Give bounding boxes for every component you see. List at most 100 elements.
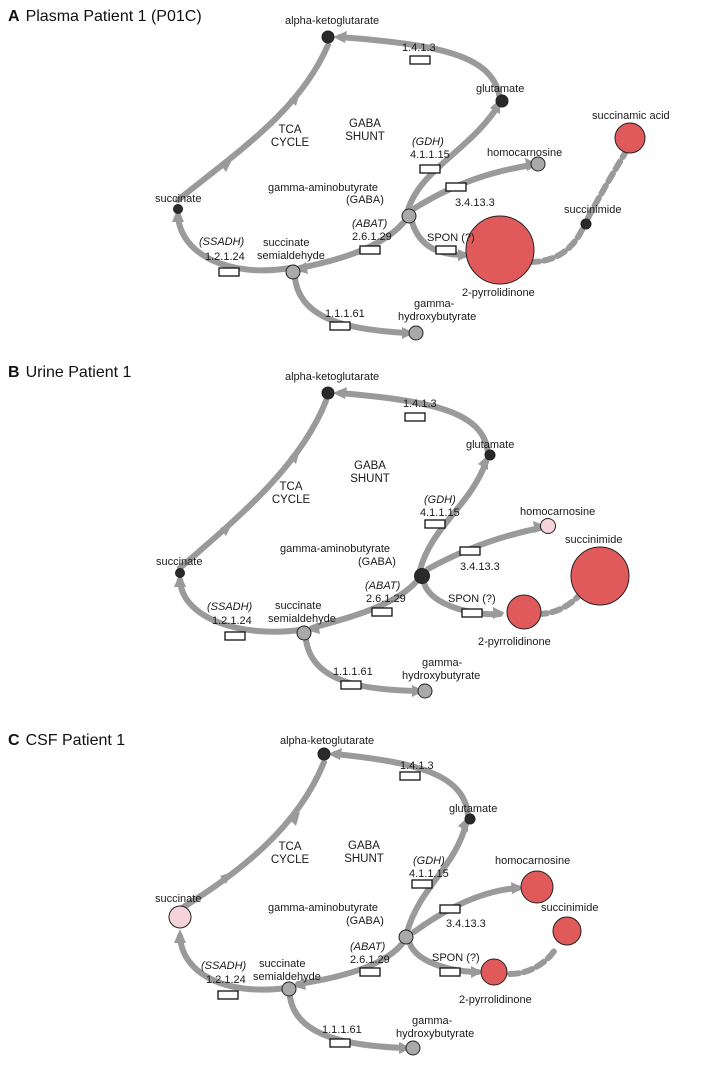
- panel-title-text: CSF Patient 1: [25, 732, 126, 749]
- label-cycle: CYCLE: [271, 854, 310, 866]
- edge-gaba-to-homocarnosine: [411, 885, 521, 935]
- arrow-succinate: [172, 208, 184, 222]
- edge-glutamate-to-akg: [337, 390, 491, 457]
- label-ec-3-4-13-3: 3.4.13.3: [460, 561, 500, 573]
- arrow-homocarnosine: [533, 521, 546, 533]
- label-succinate: succinate: [156, 556, 202, 568]
- node-succinimide: [552, 916, 582, 946]
- edge-gaba-to-homocarnosine: [412, 162, 535, 211]
- enzyme-box-1-4-1-3: [404, 412, 426, 422]
- label-ghb-2: hydroxybutyrate: [402, 670, 480, 682]
- label-succinimide: succinimide: [564, 204, 621, 216]
- label-ssa-2: semialdehyde: [253, 971, 321, 983]
- node-gamma-hydroxybutyrate: [405, 1040, 421, 1056]
- arrow-pyrrolidinone: [458, 249, 470, 261]
- enzyme-box-spon: [461, 608, 483, 618]
- enzyme-box-1-2-1-24: [217, 990, 239, 1000]
- enzyme-box-2-6-1-29: [359, 967, 381, 977]
- node-gamma-hydroxybutyrate: [417, 683, 433, 699]
- label-abat: (ABAT): [365, 580, 401, 592]
- node-alpha-ketoglutarate: [317, 747, 331, 761]
- label-cycle: CYCLE: [272, 494, 311, 506]
- arrow-succinate: [174, 573, 186, 587]
- label-succinimide: succinimide: [541, 902, 598, 914]
- pathway-diagram: alpha-ketoglutarate 1.4.1.3 glutamate TC…: [155, 735, 598, 1056]
- label-ec-1-1-1-61: 1.1.1.61: [325, 308, 365, 320]
- node-2-pyrrolidinone: [465, 215, 535, 285]
- label-ec-4-1-1-15: 4.1.1.15: [409, 868, 449, 880]
- edge-pyrrolidinone-to-succinimide: [507, 945, 559, 977]
- arrow-succinate: [174, 929, 186, 943]
- edge-gaba-to-ssa: [295, 941, 405, 987]
- enzyme-box-2-6-1-29: [359, 245, 381, 255]
- panel-title-text: Urine Patient 1: [25, 364, 132, 381]
- label-ec-1-4-1-3: 1.4.1.3: [400, 760, 434, 772]
- arrow-pyrrolidinone: [493, 607, 505, 619]
- enzyme-box-2-6-1-29: [371, 607, 393, 617]
- arrow-tca-2: [220, 872, 232, 884]
- label-ghb-1: gamma-: [422, 657, 463, 669]
- label-gaba-title: GABA: [349, 118, 381, 130]
- node-homocarnosine: [530, 156, 546, 172]
- panel-letter: C: [8, 732, 20, 749]
- label-ssadh: (SSADH): [207, 601, 253, 613]
- label-2-pyrrolidinone: 2-pyrrolidinone: [462, 287, 535, 299]
- enzyme-box-4-1-1-15: [424, 519, 446, 529]
- arrow-akg: [333, 387, 347, 399]
- label-ghb-1: gamma-: [414, 298, 455, 310]
- enzyme-box-1-4-1-3: [409, 55, 431, 65]
- label-ec-4-1-1-15: 4.1.1.15: [410, 149, 450, 161]
- enzyme-box-1-1-1-61: [329, 1038, 351, 1048]
- label-ssa-2: semialdehyde: [268, 613, 336, 625]
- label-gdh: (GDH): [413, 855, 445, 867]
- label-gaba-a: gamma-aminobutyrate: [280, 543, 390, 555]
- edge-gaba-to-ssa: [309, 579, 419, 631]
- enzyme-box-spon: [439, 967, 461, 977]
- node-succinic-semialdehyde: [285, 264, 301, 280]
- node-glutamate: [495, 94, 509, 108]
- node-alpha-ketoglutarate: [321, 30, 335, 44]
- enzyme-box-4-1-1-15: [419, 164, 441, 174]
- node-alpha-ketoglutarate: [321, 386, 335, 400]
- label-abat: (ABAT): [352, 218, 388, 230]
- arrow-tca-1: [289, 450, 300, 464]
- edge-gaba-to-homocarnosine: [425, 525, 543, 572]
- node-glutamate: [484, 449, 496, 461]
- node-succinate: [175, 568, 185, 578]
- label-gdh: (GDH): [424, 494, 456, 506]
- edge-akg-to-succinate: [175, 42, 331, 203]
- arrow-ghb: [402, 327, 414, 339]
- edge-ssa-to-succinate: [175, 212, 293, 274]
- edge-ssa-to-succinate: [177, 577, 303, 635]
- label-succinamic-acid: succinamic acid: [592, 110, 670, 122]
- label-alpha-ketoglutarate: alpha-ketoglutarate: [280, 735, 374, 747]
- label-ssa-1: succinate: [263, 237, 309, 249]
- label-ec-3-4-13-3: 3.4.13.3: [455, 197, 495, 209]
- label-alpha-ketoglutarate: alpha-ketoglutarate: [285, 371, 379, 383]
- label-ec-2-6-1-29: 2.6.1.29: [352, 231, 392, 243]
- label-shunt: SHUNT: [350, 473, 390, 485]
- enzyme-box-1-4-1-3: [399, 771, 421, 781]
- node-gaba: [414, 568, 430, 584]
- label-gaba-b: (GABA): [346, 915, 384, 927]
- enzyme-box-3-4-13-3: [439, 904, 461, 914]
- edge-gaba-to-glutamate: [417, 459, 489, 573]
- arrow-glutamate: [478, 455, 488, 470]
- label-gaba-b: (GABA): [358, 556, 396, 568]
- enzyme-box-3-4-13-3: [445, 182, 467, 192]
- label-ssadh: (SSADH): [201, 960, 247, 972]
- label-abat: (ABAT): [350, 941, 386, 953]
- enzyme-box-spon: [435, 245, 457, 255]
- label-ec-1-2-1-24: 1.2.1.24: [206, 974, 246, 986]
- label-ghb-2: hydroxybutyrate: [398, 311, 476, 323]
- node-glutamate: [464, 813, 476, 825]
- label-gdh: (GDH): [412, 136, 444, 148]
- label-ec-1-1-1-61: 1.1.1.61: [333, 666, 373, 678]
- label-2-pyrrolidinone: 2-pyrrolidinone: [459, 994, 532, 1006]
- pathway-diagram: alpha-ketoglutarate 1.4.1.3 glutamate TC…: [156, 371, 630, 699]
- edge-glutamate-to-akg: [332, 751, 471, 819]
